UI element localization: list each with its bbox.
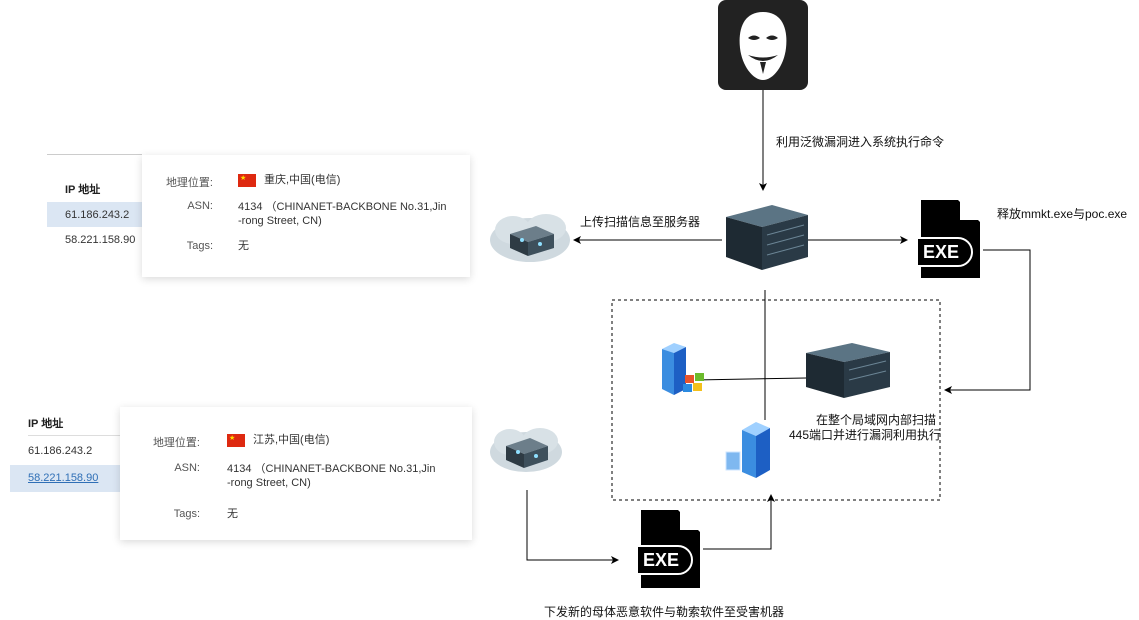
c2-cloud-server-icon bbox=[490, 214, 570, 262]
ip-row-link[interactable]: 58.221.158.90 bbox=[28, 472, 99, 484]
tags-label: Tags: bbox=[173, 508, 200, 520]
exe-file-icon: EXE bbox=[918, 200, 980, 278]
label-scan-line2: 445端口并进行漏洞利用执行 bbox=[789, 428, 942, 442]
label-deliver: 下发新的母体恶意软件与勒索软件至受害机器 bbox=[544, 605, 785, 619]
exe-file-icon: EXE bbox=[638, 510, 700, 588]
label-scan-line1: 在整个局域网内部扫描 bbox=[815, 413, 936, 427]
asn-line: 4134 （CHINANET-BACKBONE No.31,Jin bbox=[238, 201, 447, 213]
arrow-deliver bbox=[526, 490, 619, 564]
compromised-server-icon bbox=[726, 205, 808, 270]
location-value: 重庆,中国(电信) bbox=[238, 172, 341, 187]
asn-line: -rong Street, CN) bbox=[238, 215, 322, 227]
divider bbox=[47, 154, 142, 155]
victim-server-icon bbox=[725, 422, 770, 478]
tags-value: 无 bbox=[227, 508, 238, 520]
arrow-scan bbox=[944, 249, 1031, 394]
china-flag-icon bbox=[238, 172, 256, 187]
hacker-mask-icon bbox=[718, 0, 808, 90]
asn-value: 4134 （CHINANET-BACKBONE No.31,Jin -rong S… bbox=[238, 200, 446, 228]
label-exploit: 利用泛微漏洞进入系统执行命令 bbox=[776, 135, 945, 149]
location-label: 地理位置: bbox=[152, 437, 200, 449]
tags-value: 无 bbox=[238, 240, 249, 252]
location-label: 地理位置: bbox=[165, 177, 213, 189]
tags-label: Tags: bbox=[186, 240, 213, 252]
exe-label: EXE bbox=[643, 550, 680, 570]
label-release: 释放mmkt.exe与poc.exe bbox=[997, 207, 1128, 221]
ip-column-header: IP 地址 bbox=[65, 184, 101, 196]
c2-cloud-server-icon bbox=[490, 428, 562, 472]
arrow-infect bbox=[703, 494, 775, 550]
location-value: 江苏,中国(电信) bbox=[227, 432, 330, 447]
asn-line: -rong Street, CN) bbox=[227, 477, 311, 489]
lan-boundary bbox=[611, 299, 941, 501]
location-text: 江苏,中国(电信) bbox=[253, 434, 330, 446]
asn-label: ASN: bbox=[187, 200, 213, 212]
ip-row[interactable]: 61.186.243.2 bbox=[65, 209, 130, 221]
exe-label: EXE bbox=[923, 242, 960, 262]
link-line bbox=[694, 377, 807, 381]
windows-server-icon bbox=[662, 343, 704, 395]
lan-server-icon bbox=[806, 343, 890, 398]
ip-info-popover: 地理位置: 江苏,中国(电信) ASN: 4134 （CHINANET-BACK… bbox=[120, 407, 472, 540]
asn-line: 4134 （CHINANET-BACKBONE No.31,Jin bbox=[227, 463, 436, 475]
selected-row-highlight bbox=[10, 465, 120, 492]
asn-value: 4134 （CHINANET-BACKBONE No.31,Jin -rong S… bbox=[227, 462, 435, 490]
location-text: 重庆,中国(电信) bbox=[264, 174, 341, 186]
ip-info-popover: 地理位置: 重庆,中国(电信) ASN: 4134 （CHINANET-BACK… bbox=[142, 155, 470, 277]
divider bbox=[28, 435, 120, 436]
ip-row[interactable]: 58.221.158.90 bbox=[65, 234, 136, 246]
ip-column-header: IP 地址 bbox=[28, 418, 64, 430]
asn-label: ASN: bbox=[174, 462, 200, 474]
china-flag-icon bbox=[227, 432, 245, 447]
ip-row[interactable]: 61.186.243.2 bbox=[28, 445, 93, 457]
label-upload: 上传扫描信息至服务器 bbox=[580, 215, 701, 229]
